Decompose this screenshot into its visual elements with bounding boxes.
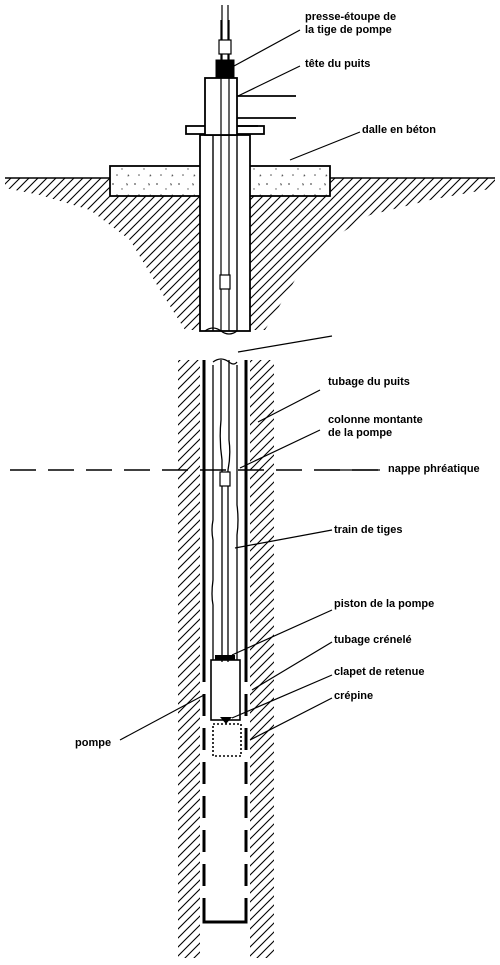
label-tubage-du-puits: tubage du puits [328,376,410,388]
check-valve [220,717,232,724]
label-crepine: crépine [334,690,374,702]
borehole-walls [178,360,274,958]
riser-pipe-lower [211,358,239,660]
slotted-casing [202,660,248,924]
well-head [204,77,296,136]
label-dalle-en-beton: dalle en béton [362,124,436,136]
pump-cylinder [210,650,241,721]
label-tubage-crenele: tubage crénelé [334,634,412,646]
label-tete-du-puits: tête du puits [305,58,371,70]
label-presse-etoupe: presse-étoupe de la tige de pompe [305,11,397,36]
stuffing-box [215,5,235,79]
label-train-de-tiges: train de tiges [334,524,403,536]
well-casing-lower [202,360,248,660]
ground-surface [5,177,495,330]
leader-lines [119,29,380,741]
label-piston-de-la-pompe: piston de la pompe [334,598,435,610]
label-colonne-montante: colonne montante de la pompe [328,414,423,439]
label-nappe-phreatique: nappe phréatique [388,463,480,475]
strainer [212,723,242,757]
label-pompe: pompe [75,737,112,749]
label-clapet-de-retenue: clapet de retenue [334,666,425,678]
